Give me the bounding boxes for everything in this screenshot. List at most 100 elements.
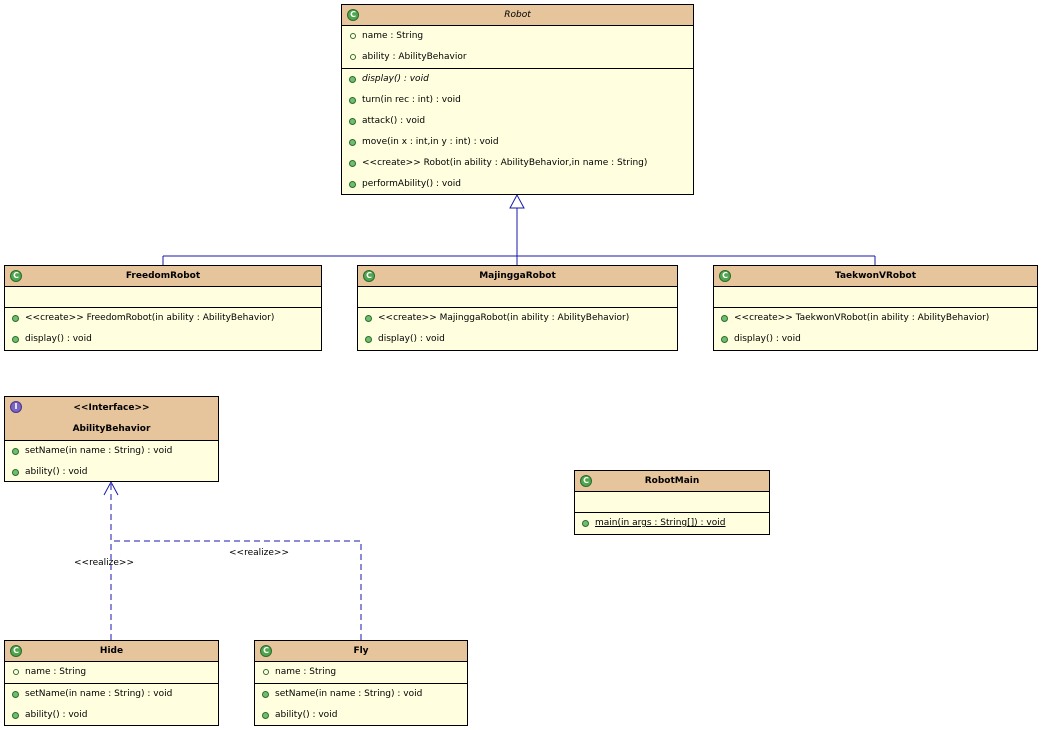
class-robotmain[interactable]: C RobotMain main(in args : String[]) : v… xyxy=(574,470,770,535)
class-name: Robot xyxy=(504,10,531,20)
realize-label-fly: <<realize>> xyxy=(229,548,289,558)
class-icon: C xyxy=(580,475,592,487)
operation-row[interactable]: move(in x : int,in y : int) : void xyxy=(342,132,693,153)
operation-row[interactable]: performAbility() : void xyxy=(342,174,693,195)
class-name: FreedomRobot xyxy=(125,271,201,281)
attribute-icon xyxy=(13,669,19,675)
class-header: C FreedomRobot xyxy=(5,266,321,287)
operations-section: <<create>> FreedomRobot(in ability : Abi… xyxy=(5,308,321,350)
operation-row[interactable]: ability() : void xyxy=(5,705,218,726)
operation-row[interactable]: ability() : void xyxy=(255,705,467,726)
attributes-section: name : String xyxy=(255,662,467,684)
class-icon: C xyxy=(10,270,22,282)
operation-icon xyxy=(12,448,19,455)
class-freedomrobot[interactable]: C FreedomRobot <<create>> FreedomRobot(i… xyxy=(4,265,322,351)
operation-icon xyxy=(262,712,269,719)
class-icon: C xyxy=(347,9,359,21)
class-taekwonvrobot[interactable]: C TaekwonVRobot <<create>> TaekwonVRobot… xyxy=(713,265,1038,351)
class-hide[interactable]: C Hide name : String setName(in name : S… xyxy=(4,640,219,726)
operations-section: setName(in name : String) : void ability… xyxy=(255,684,467,726)
interface-name: AbilityBehavior xyxy=(72,424,151,434)
operations-section: <<create>> MajinggaRobot(in ability : Ab… xyxy=(358,308,677,350)
operation-row[interactable]: setName(in name : String) : void xyxy=(5,441,218,462)
interface-header: I <<Interface>> AbilityBehavior xyxy=(5,397,218,441)
class-majinggarobot[interactable]: C MajinggaRobot <<create>> MajinggaRobot… xyxy=(357,265,678,351)
attribute-icon xyxy=(350,54,356,60)
operation-icon xyxy=(262,691,269,698)
operation-icon xyxy=(12,469,19,476)
attribute-icon xyxy=(350,33,356,39)
operation-row[interactable]: <<create>> MajinggaRobot(in ability : Ab… xyxy=(358,308,677,329)
operation-icon xyxy=(12,315,19,322)
operations-section: setName(in name : String) : void ability… xyxy=(5,684,218,726)
attribute-icon xyxy=(263,669,269,675)
operation-row[interactable]: <<create>> TaekwonVRobot(in ability : Ab… xyxy=(714,308,1037,329)
operation-icon xyxy=(582,520,589,527)
operation-row[interactable]: attack() : void xyxy=(342,111,693,132)
class-icon: C xyxy=(719,270,731,282)
class-header: C Robot xyxy=(342,5,693,26)
class-header: C RobotMain xyxy=(575,471,769,492)
generalization-lines xyxy=(162,193,876,265)
operation-icon xyxy=(349,97,356,104)
attributes-section: name : String xyxy=(5,662,218,684)
operation-row[interactable]: setName(in name : String) : void xyxy=(255,684,467,705)
operation-icon xyxy=(721,315,728,322)
class-name: Fly xyxy=(353,646,369,656)
attributes-section xyxy=(575,492,769,513)
operation-row[interactable]: <<create>> FreedomRobot(in ability : Abi… xyxy=(5,308,321,329)
interface-abilitybehavior[interactable]: I <<Interface>> AbilityBehavior setName(… xyxy=(4,396,219,482)
attribute-row[interactable]: name : String xyxy=(342,26,693,47)
class-header: C MajinggaRobot xyxy=(358,266,677,287)
attribute-row[interactable]: name : String xyxy=(5,662,218,683)
realization-lines xyxy=(110,483,362,640)
generalization-arrowhead xyxy=(509,193,525,209)
class-icon: C xyxy=(363,270,375,282)
attribute-row[interactable]: ability : AbilityBehavior xyxy=(342,47,693,68)
operation-row[interactable]: display() : void xyxy=(714,329,1037,350)
class-fly[interactable]: C Fly name : String setName(in name : St… xyxy=(254,640,468,726)
class-name: MajinggaRobot xyxy=(479,271,556,281)
operation-icon xyxy=(349,76,356,83)
attributes-section xyxy=(714,287,1037,308)
operation-icon xyxy=(365,336,372,343)
interface-icon: I xyxy=(10,401,22,413)
class-name: Hide xyxy=(99,646,124,656)
operation-icon xyxy=(12,336,19,343)
attributes-section: name : String ability : AbilityBehavior xyxy=(342,26,693,69)
operation-icon xyxy=(12,712,19,719)
class-name: TaekwonVRobot xyxy=(834,271,917,281)
operation-row[interactable]: display() : void xyxy=(342,69,693,90)
operation-row[interactable]: display() : void xyxy=(358,329,677,350)
operation-row[interactable]: <<create>> Robot(in ability : AbilityBeh… xyxy=(342,153,693,174)
class-icon: C xyxy=(260,645,272,657)
operation-row[interactable]: ability() : void xyxy=(5,462,218,483)
attribute-row[interactable]: name : String xyxy=(255,662,467,683)
attributes-section xyxy=(358,287,677,308)
class-header: C TaekwonVRobot xyxy=(714,266,1037,287)
operation-row[interactable]: display() : void xyxy=(5,329,321,350)
class-header: C Hide xyxy=(5,641,218,662)
attributes-section xyxy=(5,287,321,308)
operation-icon xyxy=(349,160,356,167)
operation-row[interactable]: main(in args : String[]) : void xyxy=(575,513,769,534)
operation-icon xyxy=(721,336,728,343)
realize-arrowhead xyxy=(103,480,119,496)
operation-icon xyxy=(349,139,356,146)
operation-row[interactable]: setName(in name : String) : void xyxy=(5,684,218,705)
operations-section: main(in args : String[]) : void xyxy=(575,513,769,534)
class-icon: C xyxy=(10,645,22,657)
class-header: C Fly xyxy=(255,641,467,662)
class-robot[interactable]: C Robot name : String ability : AbilityB… xyxy=(341,4,694,195)
operation-icon xyxy=(349,118,356,125)
operation-row[interactable]: turn(in rec : int) : void xyxy=(342,90,693,111)
interface-stereotype: <<Interface>> xyxy=(73,403,150,413)
realize-fly-line xyxy=(111,540,362,640)
operations-section: display() : void turn(in rec : int) : vo… xyxy=(342,69,693,195)
operations-section: setName(in name : String) : void ability… xyxy=(5,441,218,483)
operation-icon xyxy=(349,181,356,188)
operation-icon xyxy=(365,315,372,322)
operation-icon xyxy=(12,691,19,698)
operations-section: <<create>> TaekwonVRobot(in ability : Ab… xyxy=(714,308,1037,350)
